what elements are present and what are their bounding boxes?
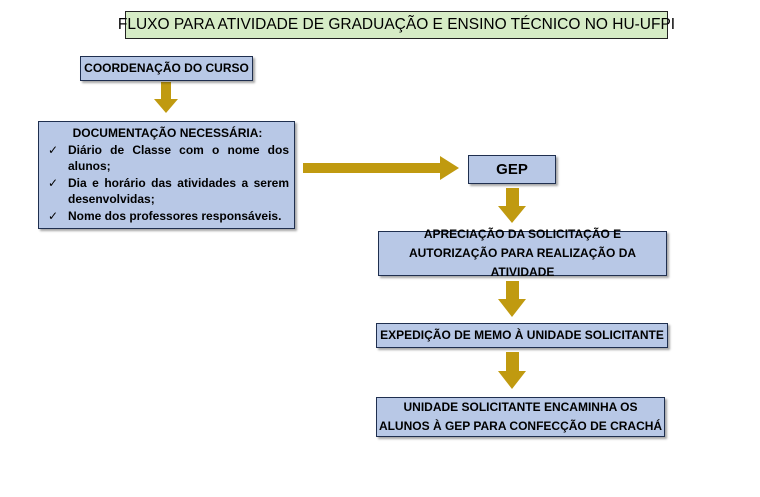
node-expedicao: EXPEDIÇÃO DE MEMO À UNIDADE SOLICITANTE [376,323,668,348]
arrow-down-2 [498,188,526,223]
node-documentacao: DOCUMENTAÇÃO NECESSÁRIA: ✓ Diário de Clas… [38,121,295,229]
documentacao-heading: DOCUMENTAÇÃO NECESSÁRIA: [72,126,263,140]
arrow-right [303,156,459,180]
node-coordenacao: COORDENAÇÃO DO CURSO [80,56,253,81]
documentacao-item: ✓ Dia e horário das atividades a serem de… [46,175,289,208]
documentacao-item: ✓ Diário de Classe com o nome dos alunos; [46,142,289,175]
documentacao-item-text: Dia e horário das atividades a serem des… [68,175,289,207]
node-expedicao-label: EXPEDIÇÃO DE MEMO À UNIDADE SOLICITANTE [380,328,664,342]
documentacao-list: ✓ Diário de Classe com o nome dos alunos;… [46,142,289,225]
check-icon: ✓ [48,208,59,223]
documentacao-item-text: Nome dos professores responsáveis. [68,208,282,223]
diagram-title: FLUXO PARA ATIVIDADE DE GRADUAÇÃO E ENSI… [118,11,675,39]
check-icon: ✓ [48,142,59,157]
node-gep: GEP [468,155,556,184]
node-apreciacao: APRECIAÇÃO DA SOLICITAÇÃO E AUTORIZAÇÃO … [378,227,667,279]
documentacao-item: ✓ Nome dos professores responsáveis. [46,208,289,225]
node-apreciacao-label: APRECIAÇÃO DA SOLICITAÇÃO E AUTORIZAÇÃO … [408,227,637,279]
arrow-down-1 [154,82,178,113]
node-unidade: UNIDADE SOLICITANTE ENCAMINHA OS ALUNOS … [376,397,665,437]
documentacao-item-text: Diário de Classe com o nome dos alunos; [68,142,289,174]
check-icon: ✓ [48,175,59,190]
node-gep-label: GEP [496,161,528,178]
node-coordenacao-label: COORDENAÇÃO DO CURSO [84,61,249,75]
arrow-down-4 [498,352,526,389]
node-unidade-label: UNIDADE SOLICITANTE ENCAMINHA OS ALUNOS … [378,400,663,433]
arrow-down-3 [498,281,526,317]
